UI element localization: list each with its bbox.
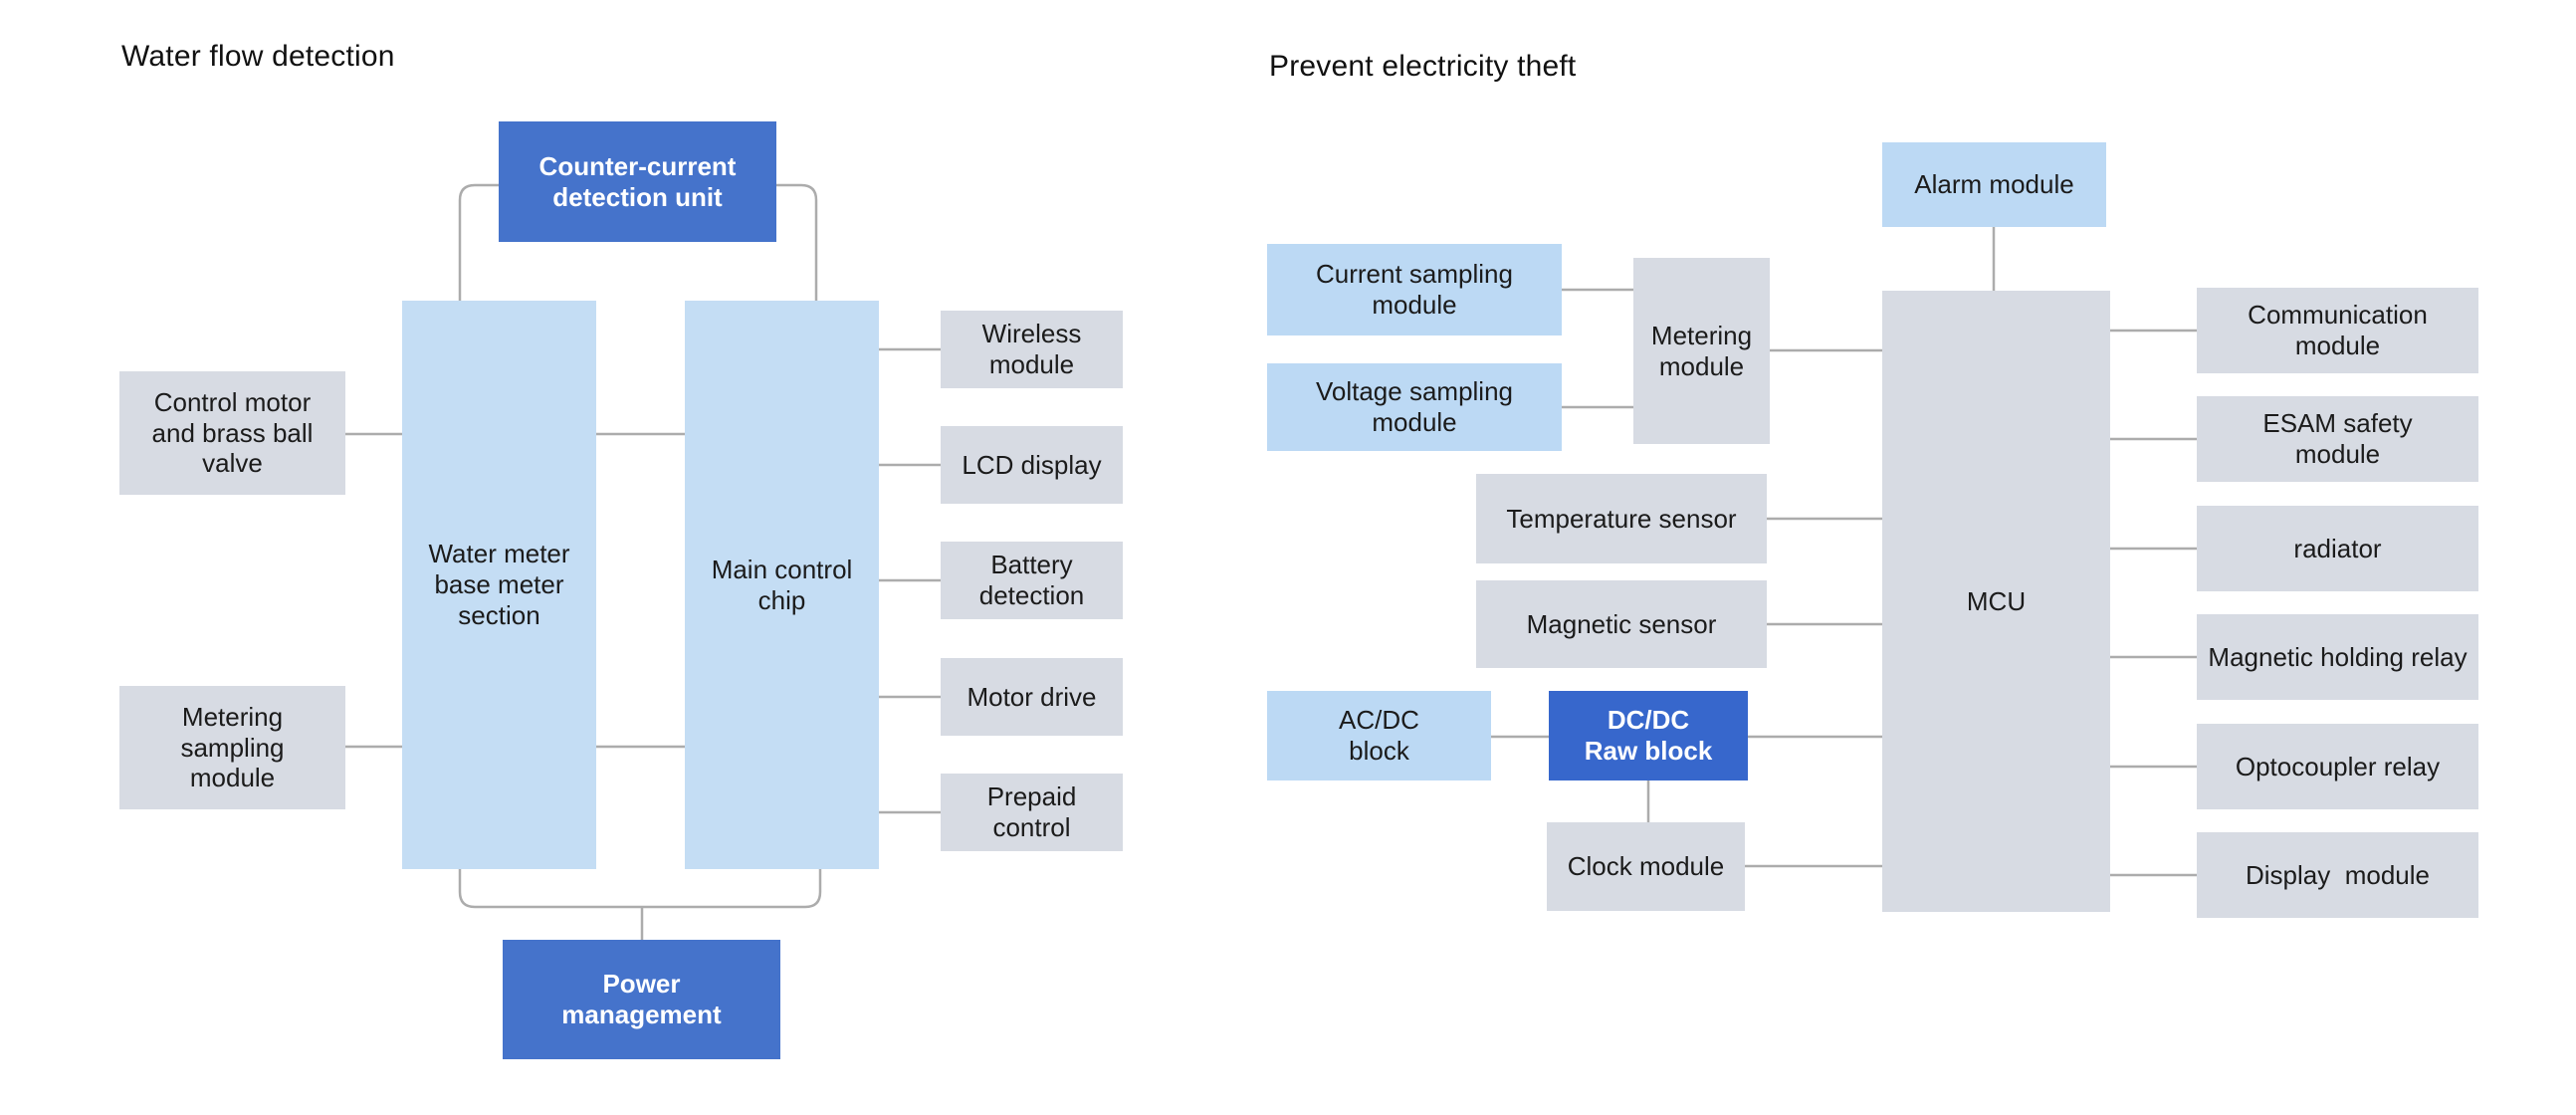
block-temperature-sensor: Temperature sensor [1476,474,1767,563]
block-esam-safety-module: ESAM safety module [2197,396,2478,482]
block-magnetic-holding-relay: Magnetic holding relay [2197,614,2478,700]
block-clock-module: Clock module [1547,822,1745,911]
block-control-motor-brass-ball-valve: Control motor and brass ball valve [119,371,345,495]
block-battery-detection: Battery detection [941,542,1123,619]
block-voltage-sampling-module: Voltage sampling module [1267,363,1562,451]
block-magnetic-sensor: Magnetic sensor [1476,580,1767,668]
block-current-sampling-module: Current sampling module [1267,244,1562,335]
block-metering-module: Metering module [1633,258,1770,444]
block-display-module: Display module [2197,832,2478,918]
block-power-management: Power management [503,940,780,1059]
block-dc-dc-raw-block: DC/DC Raw block [1549,691,1748,780]
block-main-control-chip: Main control chip [685,301,879,869]
block-motor-drive: Motor drive [941,658,1123,736]
block-radiator: radiator [2197,506,2478,591]
block-ac-dc-block: AC/DC block [1267,691,1491,780]
diagram-title-prevent-electricity-theft: Prevent electricity theft [1269,50,1577,83]
block-mcu: MCU [1882,291,2110,912]
block-water-meter-base-meter-section: Water meter base meter section [402,301,596,869]
block-prepaid-control: Prepaid control [941,774,1123,851]
diagram-title-water-flow-detection: Water flow detection [121,40,395,73]
block-counter-current-detection-unit: Counter-current detection unit [499,121,776,242]
connector-line [458,869,822,909]
block-optocoupler-relay: Optocoupler relay [2197,724,2478,809]
block-metering-sampling-module: Metering sampling module [119,686,345,809]
block-wireless-module: Wireless module [941,311,1123,388]
block-alarm-module: Alarm module [1882,142,2106,227]
block-lcd-display: LCD display [941,426,1123,504]
block-communication-module: Communication module [2197,288,2478,373]
